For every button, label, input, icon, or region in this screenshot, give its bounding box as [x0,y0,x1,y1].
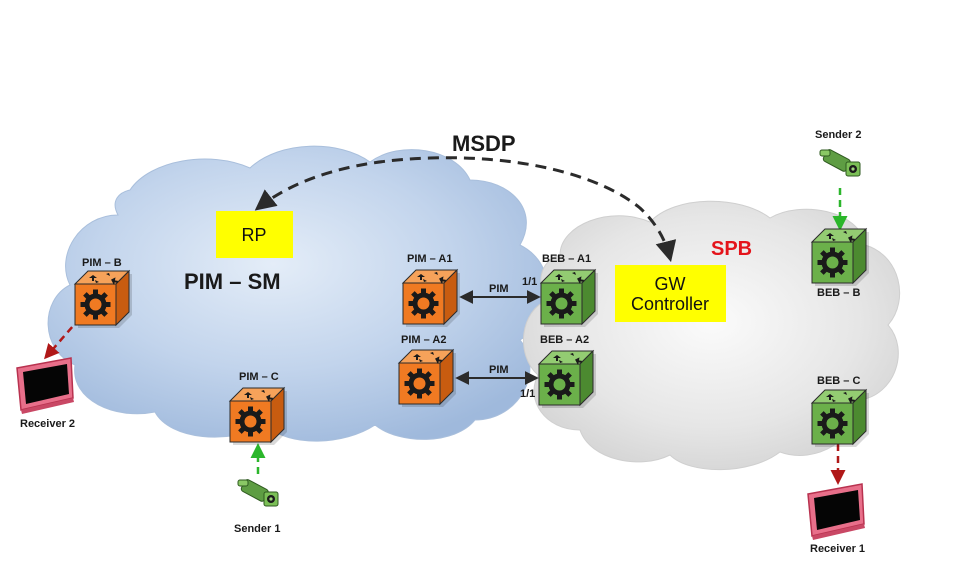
port-bottom-label: 1/1 [520,388,535,400]
receiver-1-label: Receiver 1 [810,543,865,555]
router-pim-b-label: PIM – B [82,257,122,269]
flow-pimb-receiver2 [44,317,81,360]
router-icon [402,269,461,328]
camera-icon [819,148,861,177]
router-beb-c [811,389,870,448]
router-beb-a1-label: BEB – A1 [542,253,591,265]
router-beb-a2-label: BEB – A2 [540,334,589,346]
monitor-icon [807,483,866,541]
monitor-icon [16,357,75,415]
router-icon [538,350,597,409]
router-icon [74,270,133,329]
router-pim-a2-label: PIM – A2 [401,334,446,346]
router-pim-c-label: PIM – C [239,371,279,383]
gw-label-line2: Controller [631,294,709,314]
sender-2 [819,148,861,177]
port-top-label: 1/1 [522,276,537,288]
receiver-1 [807,483,866,541]
router-pim-a1 [402,269,461,328]
receiver-2-label: Receiver 2 [20,418,75,430]
gw-controller-box [615,265,726,322]
router-pim-b [74,270,133,329]
router-icon [229,387,288,446]
router-beb-a2 [538,350,597,409]
router-icon [811,389,870,448]
router-icon [540,269,599,328]
router-beb-a1 [540,269,599,328]
camera-icon [237,478,279,507]
sender-1 [237,478,279,507]
router-icon [811,228,870,287]
gw-label-line1: GW [655,274,686,294]
msdp-label: MSDP [452,131,516,156]
rp-box [216,211,293,258]
router-beb-b-label: BEB – B [817,287,860,299]
msdp-arc [254,156,677,263]
router-pim-a2 [398,349,457,408]
router-beb-b [811,228,870,287]
router-pim-a1-label: PIM – A1 [407,253,452,265]
pim-sm-label: PIM – SM [184,269,281,294]
receiver-2 [16,357,75,415]
router-pim-c [229,387,288,446]
pim-link-bottom-label: PIM [489,364,509,376]
rp-label: RP [241,225,266,245]
router-icon [398,349,457,408]
router-beb-c-label: BEB – C [817,375,860,387]
spb-label: SPB [711,238,752,260]
sender-2-label: Sender 2 [815,129,861,141]
sender-1-label: Sender 1 [234,523,280,535]
pim-link-top-label: PIM [489,283,509,295]
